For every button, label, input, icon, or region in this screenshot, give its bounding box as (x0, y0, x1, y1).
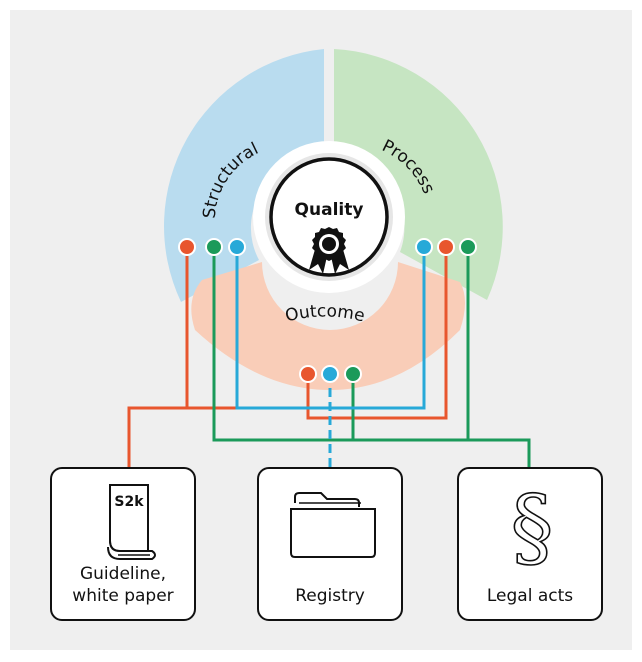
s2k-badge: S2k (114, 494, 144, 510)
connector-green-structural (212, 247, 531, 468)
outcome-blue-dot (321, 365, 339, 383)
book-icon: S2k (107, 484, 156, 560)
outcome-segment (191, 262, 465, 390)
connector-red-process (306, 247, 448, 420)
structural-green-dot (205, 238, 223, 256)
structural-segment (164, 49, 324, 302)
outcome-red-dot (299, 365, 317, 383)
legal-acts-label: Legal acts (486, 586, 574, 606)
award-rosette-icon (309, 227, 349, 274)
connector-dots (178, 238, 477, 383)
structural-red-dot (178, 238, 196, 256)
registry-label: Registry (295, 586, 365, 606)
folder-icon (290, 492, 376, 558)
process-green-dot (459, 238, 477, 256)
guideline-card: S2k Guideline, white paper (50, 467, 196, 621)
guideline-label: Guideline, white paper (72, 564, 174, 606)
registry-card: Registry (257, 467, 403, 621)
outcome-green-dot (344, 365, 362, 383)
process-segment (334, 49, 503, 300)
quality-label: Quality (295, 200, 364, 220)
svg-text:§: § (511, 478, 554, 569)
structural-blue-dot (228, 238, 246, 256)
connector-red-structural (127, 247, 189, 468)
quality-circle (269, 157, 389, 277)
paragraph-icon: § (510, 477, 555, 569)
process-red-dot (437, 238, 455, 256)
process-blue-dot (415, 238, 433, 256)
connector-lines (127, 247, 531, 468)
legal-acts-card: § Legal acts (457, 467, 603, 621)
